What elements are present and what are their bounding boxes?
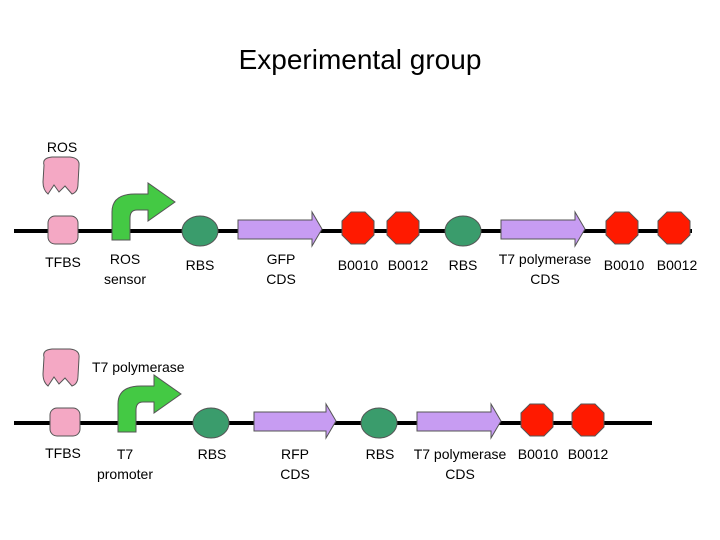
terminator-b0010 <box>520 403 554 437</box>
rbs-label: RBS <box>185 257 215 273</box>
rbs-label: RBS <box>448 257 478 273</box>
tfbs-site <box>49 407 81 437</box>
t7-polymerase-cds-arrow <box>416 402 502 440</box>
rbs-site <box>444 215 482 247</box>
promoter-label: T7 promoter <box>96 446 154 482</box>
terminator-b0010-label: B0010 <box>603 257 645 273</box>
terminator-b0012 <box>386 211 420 245</box>
terminator-b0012-label: B0012 <box>567 446 609 462</box>
t7-promoter-icon <box>117 374 182 433</box>
diagram-title: Experimental group <box>238 44 482 75</box>
tfbs-site <box>47 215 79 245</box>
terminator-b0010-label: B0010 <box>517 446 559 462</box>
ros-ligand-label: ROS <box>46 139 78 155</box>
t7-polymerase-cds-arrow <box>500 210 586 248</box>
tfbs-label: TFBS <box>45 254 81 270</box>
promoter-label: ROS sensor <box>103 251 147 287</box>
gfp-cds-label: GFP CDS <box>266 251 296 287</box>
rfp-cds-label: RFP CDS <box>280 446 310 482</box>
terminator-b0010 <box>605 211 639 245</box>
rfp-cds-arrow <box>253 402 337 440</box>
ros-sensor-promoter-icon <box>111 182 176 241</box>
t7-polymerase-cds-label: T7 polymerase CDS <box>498 251 592 287</box>
rbs-label: RBS <box>365 446 395 462</box>
t7-polymerase-ligand-icon <box>42 348 80 387</box>
rbs-site <box>192 407 230 439</box>
rbs-site <box>181 215 219 247</box>
terminator-b0012 <box>571 403 605 437</box>
tfbs-label: TFBS <box>45 445 81 461</box>
ros-ligand-icon <box>42 156 80 195</box>
gfp-cds-arrow <box>237 210 323 248</box>
construct-2 <box>14 348 652 440</box>
terminator-b0010-label: B0010 <box>337 257 379 273</box>
terminator-b0012-label: B0012 <box>656 257 698 273</box>
construct-1 <box>14 156 692 248</box>
terminator-b0012 <box>657 211 691 245</box>
rbs-site <box>360 407 398 439</box>
terminator-b0010 <box>341 211 375 245</box>
rbs-label: RBS <box>197 446 227 462</box>
t7-polymerase-cds-label: T7 polymerase CDS <box>413 446 507 482</box>
terminator-b0012-label: B0012 <box>387 257 429 273</box>
t7-polymerase-ligand-label: T7 polymerase <box>92 359 185 375</box>
